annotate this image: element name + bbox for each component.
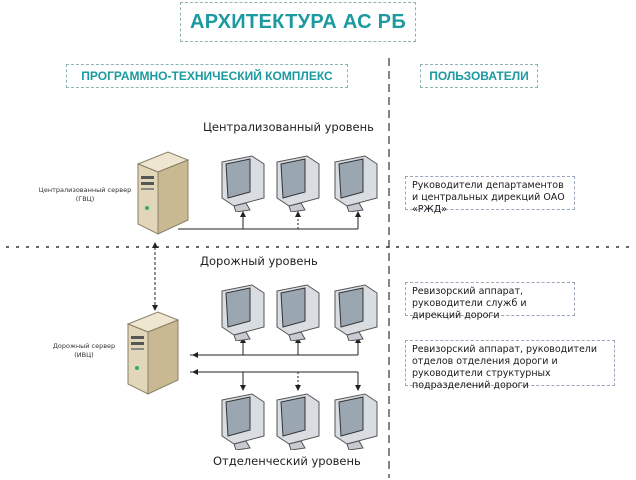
- road-server-label: Дорожный сервер (ИВЦ): [52, 342, 116, 359]
- section-ptk: ПРОГРАММНО-ТЕХНИЧЕСКИЙ КОМПЛЕКС: [66, 64, 348, 88]
- user-box-road: Ревизорский аппарат, руководители служб …: [405, 282, 575, 321]
- level-central-label: Централизованный уровень: [203, 120, 374, 134]
- central-server-label: Централизованный сервер (ГВЦ): [38, 186, 132, 203]
- department-monitor-icon: [276, 393, 320, 450]
- road-server-icon: [126, 311, 180, 395]
- level-road-label: Дорожный уровень: [200, 254, 318, 268]
- department-monitor-icon: [334, 393, 378, 450]
- central-monitor-icon: [221, 155, 265, 212]
- level-department-label: Отделенческий уровень: [213, 454, 361, 468]
- section-users: ПОЛЬЗОВАТЕЛИ: [420, 64, 538, 88]
- section-ptk-label: ПРОГРАММНО-ТЕХНИЧЕСКИЙ КОМПЛЕКС: [81, 69, 333, 83]
- central-monitor-icon: [276, 155, 320, 212]
- road-monitor-icon: [276, 284, 320, 341]
- title-box: АРХИТЕКТУРА АС РБ: [180, 2, 416, 42]
- central-server-icon: [136, 151, 190, 235]
- road-monitor-icon: [334, 284, 378, 341]
- page-title: АРХИТЕКТУРА АС РБ: [190, 10, 406, 33]
- user-box-department: Ревизорский аппарат, руководители отдело…: [405, 340, 615, 391]
- department-monitor-icon: [221, 393, 265, 450]
- central-monitor-icon: [334, 155, 378, 212]
- user-box-central: Руководители департаментов и центральных…: [405, 176, 575, 215]
- section-users-label: ПОЛЬЗОВАТЕЛИ: [429, 69, 529, 83]
- road-monitor-icon: [221, 284, 265, 341]
